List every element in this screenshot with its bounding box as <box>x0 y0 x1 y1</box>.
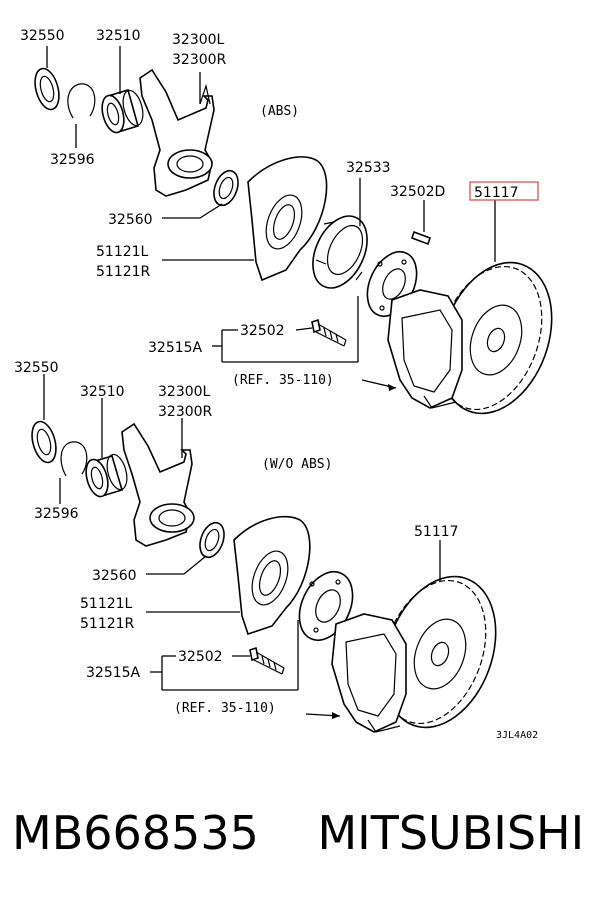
label-32515A: 32515A <box>86 665 141 681</box>
part-number: MB668535 <box>12 806 259 860</box>
label-32596: 32596 <box>50 152 95 168</box>
label-32502: 32502 <box>178 649 223 665</box>
snap-ring-drawing <box>67 83 96 119</box>
label-32550: 32550 <box>20 28 65 44</box>
knuckle-drawing <box>121 422 195 547</box>
label-32560: 32560 <box>92 568 137 584</box>
label-32533: 32533 <box>346 160 391 176</box>
oil-seal-drawing <box>31 420 57 464</box>
oil-seal-drawing <box>34 67 60 111</box>
label-51117-highlighted: 51117 <box>474 185 519 201</box>
inner-seal-drawing <box>213 169 239 207</box>
leader-lines-top <box>46 46 496 391</box>
label-32502D: 32502D <box>390 184 445 200</box>
label-ref-35-110: (REF. 35-110) <box>232 373 334 388</box>
inner-seal-drawing <box>199 521 225 559</box>
label-32550: 32550 <box>14 360 59 376</box>
label-32560: 32560 <box>108 212 153 228</box>
label-32300L: 32300L <box>158 384 211 400</box>
label-51117: 51117 <box>414 524 459 540</box>
parts-diagram: 32550 32510 32300L 32300R (ABS) 32596 32… <box>14 28 553 741</box>
label-51121L: 51121L <box>96 244 149 260</box>
hub-bolt-drawing <box>249 646 285 675</box>
dust-shield-drawing <box>247 156 328 282</box>
snap-ring-drawing <box>60 441 88 477</box>
sensor-rotor-drawing <box>312 215 368 289</box>
label-32510: 32510 <box>80 384 125 400</box>
label-51121R: 51121R <box>96 264 151 280</box>
highlight-box-51117 <box>469 181 539 201</box>
label-32515A: 32515A <box>148 340 203 356</box>
part-footer: MB668535 MITSUBISHI <box>12 806 592 876</box>
label-51121L: 51121L <box>80 596 133 612</box>
bearing-drawing <box>85 453 128 498</box>
label-32300R: 32300R <box>158 404 213 420</box>
label-51121R: 51121R <box>80 616 135 632</box>
leader-lines-bottom <box>43 374 441 719</box>
abs-assembly: 32550 32510 32300L 32300R (ABS) 32596 32… <box>20 28 553 415</box>
caliper-drawing <box>331 613 407 733</box>
label-32300R: 32300R <box>172 52 227 68</box>
knuckle-drawing <box>139 68 215 197</box>
section-label-wo-abs: (W/O ABS) <box>262 457 332 472</box>
section-label-abs: (ABS) <box>260 104 299 119</box>
bearing-drawing <box>101 88 144 134</box>
label-32300L: 32300L <box>172 32 225 48</box>
brand-name: MITSUBISHI <box>317 806 585 860</box>
screw-drawing <box>410 230 432 246</box>
drawing-code: 3JL4A02 <box>496 730 538 741</box>
label-32502: 32502 <box>240 323 285 339</box>
dust-shield-drawing <box>233 515 311 636</box>
non-abs-assembly: 32550 32510 32300L 32300R (W/O ABS) 3259… <box>14 360 497 733</box>
hub-bolt-drawing <box>311 318 347 347</box>
label-ref-35-110: (REF. 35-110) <box>174 701 276 716</box>
label-32510: 32510 <box>96 28 141 44</box>
label-32596: 32596 <box>34 506 79 522</box>
caliper-drawing <box>387 289 463 409</box>
